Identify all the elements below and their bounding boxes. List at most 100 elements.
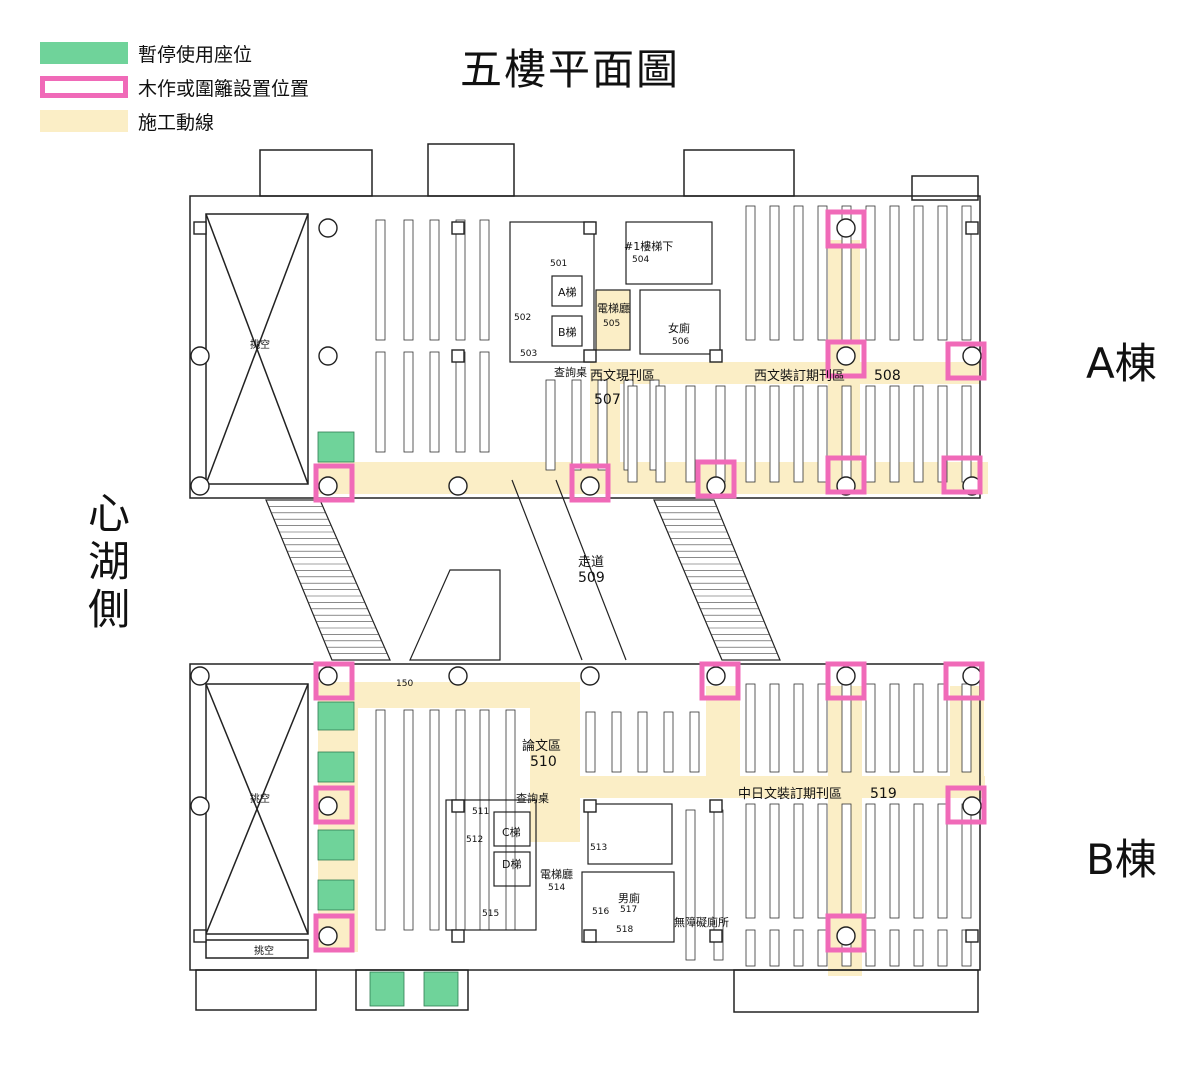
shelf: [403, 709, 414, 931]
a-top-notch-3: [683, 149, 795, 197]
shelf: [455, 219, 466, 341]
column-square: [451, 349, 465, 363]
column-round: [190, 346, 210, 366]
label-503: 503: [520, 349, 537, 359]
fence-marker: [941, 455, 983, 495]
column-round: [580, 476, 600, 496]
shelf: [455, 351, 466, 453]
shelf: [429, 219, 440, 341]
shelf: [571, 379, 582, 471]
toilet-f-box: [639, 289, 721, 355]
column-round: [448, 666, 468, 686]
shelf: [793, 929, 804, 967]
shelf: [961, 683, 972, 773]
shelf: [817, 385, 828, 483]
label-void-b: 挑空: [250, 792, 270, 805]
label-western-current-no: 507: [594, 392, 621, 408]
label-thesis: 論文區: [522, 738, 561, 754]
column-square: [451, 221, 465, 235]
b-bottom-notch-2: [355, 969, 469, 1011]
shelf: [745, 385, 756, 483]
shelf: [817, 205, 828, 341]
label-elev-c: C梯: [502, 826, 521, 839]
label-stair1: #1樓梯下: [624, 239, 673, 253]
paused-seat-block: [423, 971, 459, 1007]
paused-seat-block: [317, 701, 355, 731]
shelf: [913, 683, 924, 773]
core-a-box: [509, 221, 595, 363]
label-western-bound: 西文裝訂期刊區: [754, 368, 845, 384]
shelf: [769, 803, 780, 919]
column-round: [318, 346, 338, 366]
legend-swatch-green: [40, 42, 128, 64]
shelf: [403, 351, 414, 453]
core-b: [445, 799, 675, 943]
legend-swatch-pink: [40, 76, 128, 98]
fence-marker: [313, 913, 355, 953]
shelf: [865, 205, 876, 341]
label-toilet-f-no: 506: [672, 337, 689, 347]
column-square: [965, 221, 979, 235]
fence-marker: [825, 913, 867, 953]
paused-seat-block: [369, 971, 405, 1007]
column-square: [193, 929, 207, 943]
column-round: [836, 926, 856, 946]
column-round: [318, 666, 338, 686]
column-round: [318, 796, 338, 816]
corridor-line-2: [555, 479, 627, 661]
shelf: [817, 683, 828, 773]
fence-marker: [825, 209, 867, 249]
paused-seat-block: [317, 751, 355, 783]
stair-right: [653, 499, 781, 661]
building-b-label: B棟: [1086, 835, 1157, 884]
shelf: [479, 219, 490, 341]
column-square: [709, 929, 723, 943]
legend-swatch-yellow: [40, 110, 128, 132]
shelf: [685, 385, 696, 483]
legend-label-fence: 木作或圍籬設置位置: [138, 77, 310, 100]
legend-item-paused-seating: 暫停使用座位: [40, 36, 309, 70]
shelf: [375, 219, 386, 341]
shelf: [745, 683, 756, 773]
shelf: [889, 929, 900, 967]
shelf: [429, 351, 440, 453]
shelf: [545, 379, 556, 471]
core-a: [509, 221, 721, 363]
shelf: [889, 683, 900, 773]
elevator-d: [493, 851, 531, 887]
column-square: [583, 221, 597, 235]
column-round: [318, 926, 338, 946]
shelf: [769, 683, 780, 773]
label-lift-hall-a: 電梯廳: [597, 301, 630, 315]
column-square: [583, 799, 597, 813]
shelf: [505, 709, 516, 931]
label-sino-bound: 中日文裝訂期刊區: [738, 786, 842, 802]
void-b-small: [205, 939, 309, 959]
stair1-box: [625, 221, 713, 285]
label-stair-150: 150: [396, 679, 413, 689]
column-round: [836, 666, 856, 686]
shelf: [913, 385, 924, 483]
label-lift-hall-b: 電梯廳: [540, 867, 573, 881]
column-round: [836, 346, 856, 366]
label-western-current: 西文現刊區: [590, 369, 655, 384]
shelf: [913, 803, 924, 919]
label-elev-a: A梯: [558, 286, 577, 299]
shelf: [865, 683, 876, 773]
stair-hatching: [266, 499, 780, 661]
building-a-outline: [189, 143, 981, 499]
fence-marker: [945, 341, 987, 381]
paused-seat-block: [317, 829, 355, 861]
shelf: [637, 711, 648, 773]
shelf: [429, 709, 440, 931]
fence-marker: [825, 339, 867, 379]
shelf: [937, 929, 948, 967]
shelf: [715, 385, 726, 483]
shelf: [793, 205, 804, 341]
shelf: [937, 683, 948, 773]
corridor-line-1: [511, 479, 583, 661]
void-b-x2: [205, 683, 309, 935]
construction-path-zones: [318, 240, 988, 976]
label-toilet-m: 男廁: [618, 891, 640, 905]
